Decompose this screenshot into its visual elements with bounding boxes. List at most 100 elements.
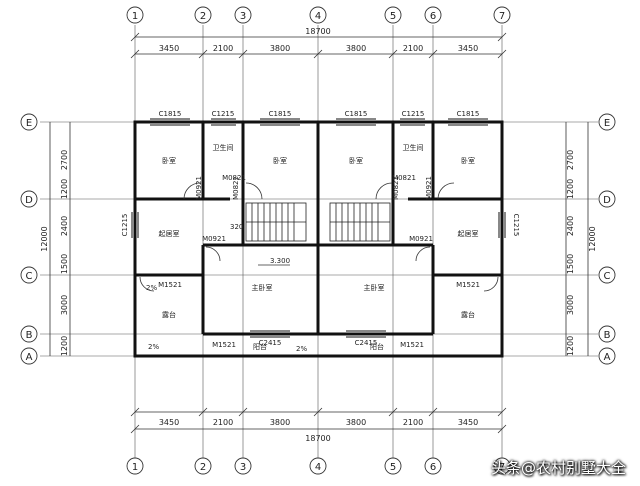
axis-bottom-2: 2 [200, 462, 206, 473]
top-dimensions [130, 32, 507, 59]
dim-bottom-span-4: 3800 [346, 418, 366, 427]
axis-right-D: D [603, 195, 611, 206]
room-label-master: 主卧室 [252, 283, 273, 292]
door-label: M1521 [456, 281, 480, 289]
dim-bottom-span-5: 2100 [403, 418, 423, 427]
watermark: 头条@农村别墅大全 [490, 459, 626, 477]
axis-top-5: 5 [390, 11, 396, 22]
room-label-bedroom: 卧室 [162, 156, 176, 165]
axis-bottom-6: 6 [430, 462, 436, 473]
dim-top-span-4: 3800 [346, 44, 366, 53]
door-label: M1521 [158, 281, 182, 289]
axis-bottom-3: 3 [240, 462, 246, 473]
axis-bottom-7: 7 [499, 462, 505, 473]
room-label-balcony: 露台 [461, 310, 475, 319]
room-label-wc: 卫生间 [403, 143, 424, 152]
dim-right-3: 2400 [566, 216, 575, 236]
dim-bottom-span-1: 3450 [159, 418, 179, 427]
axis-right-E: E [604, 118, 610, 129]
window-label: C1215 [512, 214, 520, 237]
axis-bottom-4: 4 [315, 462, 321, 473]
window-label: C1215 [212, 110, 235, 118]
dim-right-4: 1500 [566, 254, 575, 274]
door-label: M0821 [392, 176, 400, 200]
slope-mark: 2% [148, 343, 159, 351]
window-label: C1815 [457, 110, 480, 118]
stairs [245, 202, 391, 242]
stair-dimension: 320 [230, 223, 243, 231]
axis-bottom-5: 5 [390, 462, 396, 473]
dim-top-span-1: 3450 [159, 44, 179, 53]
dim-top-span-2: 2100 [213, 44, 233, 53]
door-swings [139, 182, 499, 292]
axis-right-B: B [604, 330, 611, 341]
window-label: C1815 [159, 110, 182, 118]
axis-left-A: A [26, 352, 33, 363]
dim-right-2: 1200 [566, 179, 575, 199]
door-label: M1521 [400, 341, 424, 349]
room-label-balcony: 露台 [162, 310, 176, 319]
door-label: M0921 [195, 176, 203, 200]
bottom-dimensions [130, 407, 507, 434]
dim-left-1: 2700 [60, 150, 69, 170]
window-label: C1815 [345, 110, 368, 118]
door-label: M1521 [212, 341, 236, 349]
window-label: C1215 [121, 214, 129, 237]
door-label: M0821 [232, 176, 240, 200]
slope-mark: 2% [296, 345, 307, 353]
axis-top-7: 7 [499, 11, 505, 22]
room-label-bedroom: 卧室 [273, 156, 287, 165]
room-label-balcony2: 阳台 [370, 342, 384, 351]
dim-left-6: 1200 [60, 336, 69, 356]
room-label-guest: 起居室 [159, 229, 180, 238]
axis-left-D: D [25, 195, 33, 206]
windows [131, 118, 506, 338]
axis-bottom-1: 1 [132, 462, 138, 473]
axis-left-C: C [26, 271, 33, 282]
room-label-bedroom: 卧室 [461, 156, 475, 165]
dim-left-2: 1200 [60, 179, 69, 199]
window-label: C1215 [402, 110, 425, 118]
dim-right-1: 2700 [566, 150, 575, 170]
room-label-master: 主卧室 [364, 283, 385, 292]
dim-bottom-total: 18700 [305, 434, 330, 443]
axis-left-E: E [26, 118, 32, 129]
window-label: C2415 [355, 339, 378, 347]
dim-bottom-span-3: 3800 [270, 418, 290, 427]
axis-top-1: 1 [132, 11, 138, 22]
dim-left-3: 2400 [60, 216, 69, 236]
door-label: M0921 [425, 176, 433, 200]
dim-top-span-6: 3450 [458, 44, 478, 53]
dim-top-total: 18700 [305, 27, 330, 36]
axis-right-C: C [604, 271, 611, 282]
axis-right-A: A [604, 352, 611, 363]
room-label-balcony2: 阳台 [253, 342, 267, 351]
dim-left-total: 12000 [40, 226, 49, 251]
dim-right-5: 3000 [566, 295, 575, 315]
dim-bottom-span-6: 3450 [458, 418, 478, 427]
door-label: M0921 [202, 235, 226, 243]
walls [133, 120, 504, 358]
dim-right-total: 12000 [588, 226, 597, 251]
level-mark: 3.300 [270, 257, 290, 265]
axis-top-3: 3 [240, 11, 246, 22]
room-label-bedroom: 卧室 [349, 156, 363, 165]
dim-top-span-5: 2100 [403, 44, 423, 53]
axis-left-B: B [26, 330, 33, 341]
dim-left-4: 1500 [60, 254, 69, 274]
axis-top-6: 6 [430, 11, 436, 22]
dim-right-6: 1200 [566, 336, 575, 356]
side-dimensions [49, 122, 589, 356]
room-label-wc: 卫生间 [213, 143, 234, 152]
door-label: M0921 [409, 235, 433, 243]
axis-bubbles [20, 6, 616, 475]
axis-top-4: 4 [315, 11, 321, 22]
slope-mark: 2% [146, 284, 157, 292]
window-label: C1815 [269, 110, 292, 118]
dim-left-5: 3000 [60, 295, 69, 315]
door-label: M0821 [222, 174, 246, 182]
dim-bottom-span-2: 2100 [213, 418, 233, 427]
room-label-guest: 起居室 [458, 229, 479, 238]
window-label: C2415 [259, 339, 282, 347]
